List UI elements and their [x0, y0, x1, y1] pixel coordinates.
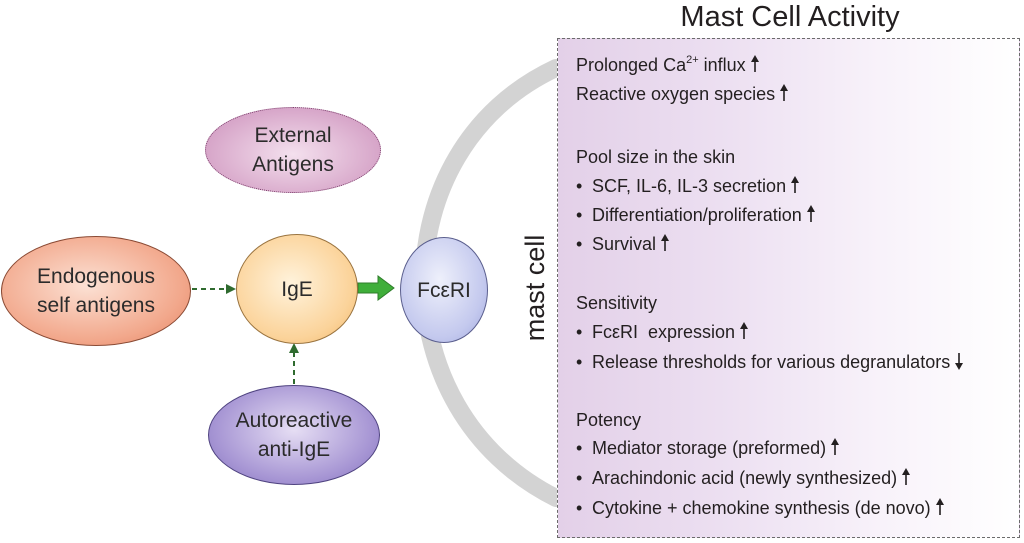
list-item: • Release thresholds for various degranul… [576, 350, 964, 374]
list-item: • Arachindonic acid (newly synthesized) [576, 466, 911, 490]
endogenous-self-antigens-label: Endogenous self antigens [37, 265, 155, 317]
list-item-text: Differentiation/proliferation [592, 205, 802, 225]
increase-arrow-icon [806, 205, 816, 223]
increase-arrow-icon [750, 55, 760, 73]
endogenous-self-antigens-node: Endogenous self antigens [1, 236, 191, 346]
section-heading-pool-size: Pool size in the skin [576, 147, 736, 167]
bullet-icon: • [576, 205, 583, 225]
ige-label: IgE [281, 277, 313, 301]
ige-to-fceri-arrow [357, 275, 395, 301]
calcium-influx-line: Prolonged Ca2+ influx [576, 53, 760, 80]
external-antigens-node: External Antigens [205, 107, 381, 193]
list-item: • Differentiation/proliferation [576, 203, 816, 227]
list-item-text: SCF, IL-6, IL-3 secretion [592, 176, 787, 196]
panel-title: Mast Cell Activity [680, 1, 900, 33]
list-item-text: Survival [592, 234, 657, 254]
bullet-icon: • [576, 176, 583, 196]
list-item-text: Release thresholds for various degranula… [592, 352, 951, 372]
list-item: • Mediator storage (preformed) [576, 436, 840, 460]
list-item: • Cytokine + chemokine synthesis (de novo… [576, 496, 945, 520]
increase-arrow-icon [660, 234, 670, 252]
bullet-icon: • [576, 468, 583, 488]
autoreactive-anti-ige-label: Autoreactive anti-IgE [235, 409, 353, 461]
autoreactive-anti-ige-node: Autoreactive anti-IgE [208, 385, 380, 485]
bullet-icon: • [576, 322, 583, 342]
reactive-oxygen-text: Reactive oxygen species [576, 84, 776, 104]
increase-arrow-icon [739, 322, 749, 340]
fceri-node: FcεRI [400, 237, 488, 343]
section-heading-potency: Potency [576, 410, 642, 430]
list-item: • Survival [576, 232, 670, 256]
increase-arrow-icon [779, 84, 789, 102]
list-item: • SCF, IL-6, IL-3 secretion [576, 174, 800, 198]
list-item-text: Cytokine + chemokine synthesis (de novo) [592, 498, 931, 518]
increase-arrow-icon [901, 468, 911, 486]
calcium-superscript: 2+ [686, 54, 699, 66]
calcium-suffix: influx [698, 55, 746, 75]
list-item: • FcεRI expression [576, 320, 749, 344]
mast-cell-activity-panel: Prolonged Ca2+ influx Reactive oxygen sp… [557, 38, 1020, 538]
list-item-text: Arachindonic acid (newly synthesized) [592, 468, 898, 488]
bullet-icon: • [576, 498, 583, 518]
reactive-oxygen-line: Reactive oxygen species [576, 82, 789, 106]
increase-arrow-icon [790, 176, 800, 194]
bullet-icon: • [576, 438, 583, 458]
increase-arrow-icon [935, 498, 945, 516]
endogenous-to-ige-arrowhead [226, 284, 236, 294]
calcium-prefix: Prolonged Ca [576, 55, 687, 75]
bullet-icon: • [576, 352, 583, 372]
mast-cell-label: mast cell [520, 234, 550, 342]
external-antigens-label: External Antigens [252, 124, 334, 176]
ige-node: IgE [236, 234, 358, 344]
autoreactive-to-ige-arrowhead [289, 343, 299, 353]
fceri-label: FcεRI [417, 278, 471, 302]
bullet-icon: • [576, 234, 583, 254]
decrease-arrow-icon [954, 352, 964, 370]
section-heading-sensitivity: Sensitivity [576, 293, 658, 313]
list-item-text: Mediator storage (preformed) [592, 438, 827, 458]
list-item-text: FcεRI expression [592, 322, 736, 342]
increase-arrow-icon [830, 438, 840, 456]
